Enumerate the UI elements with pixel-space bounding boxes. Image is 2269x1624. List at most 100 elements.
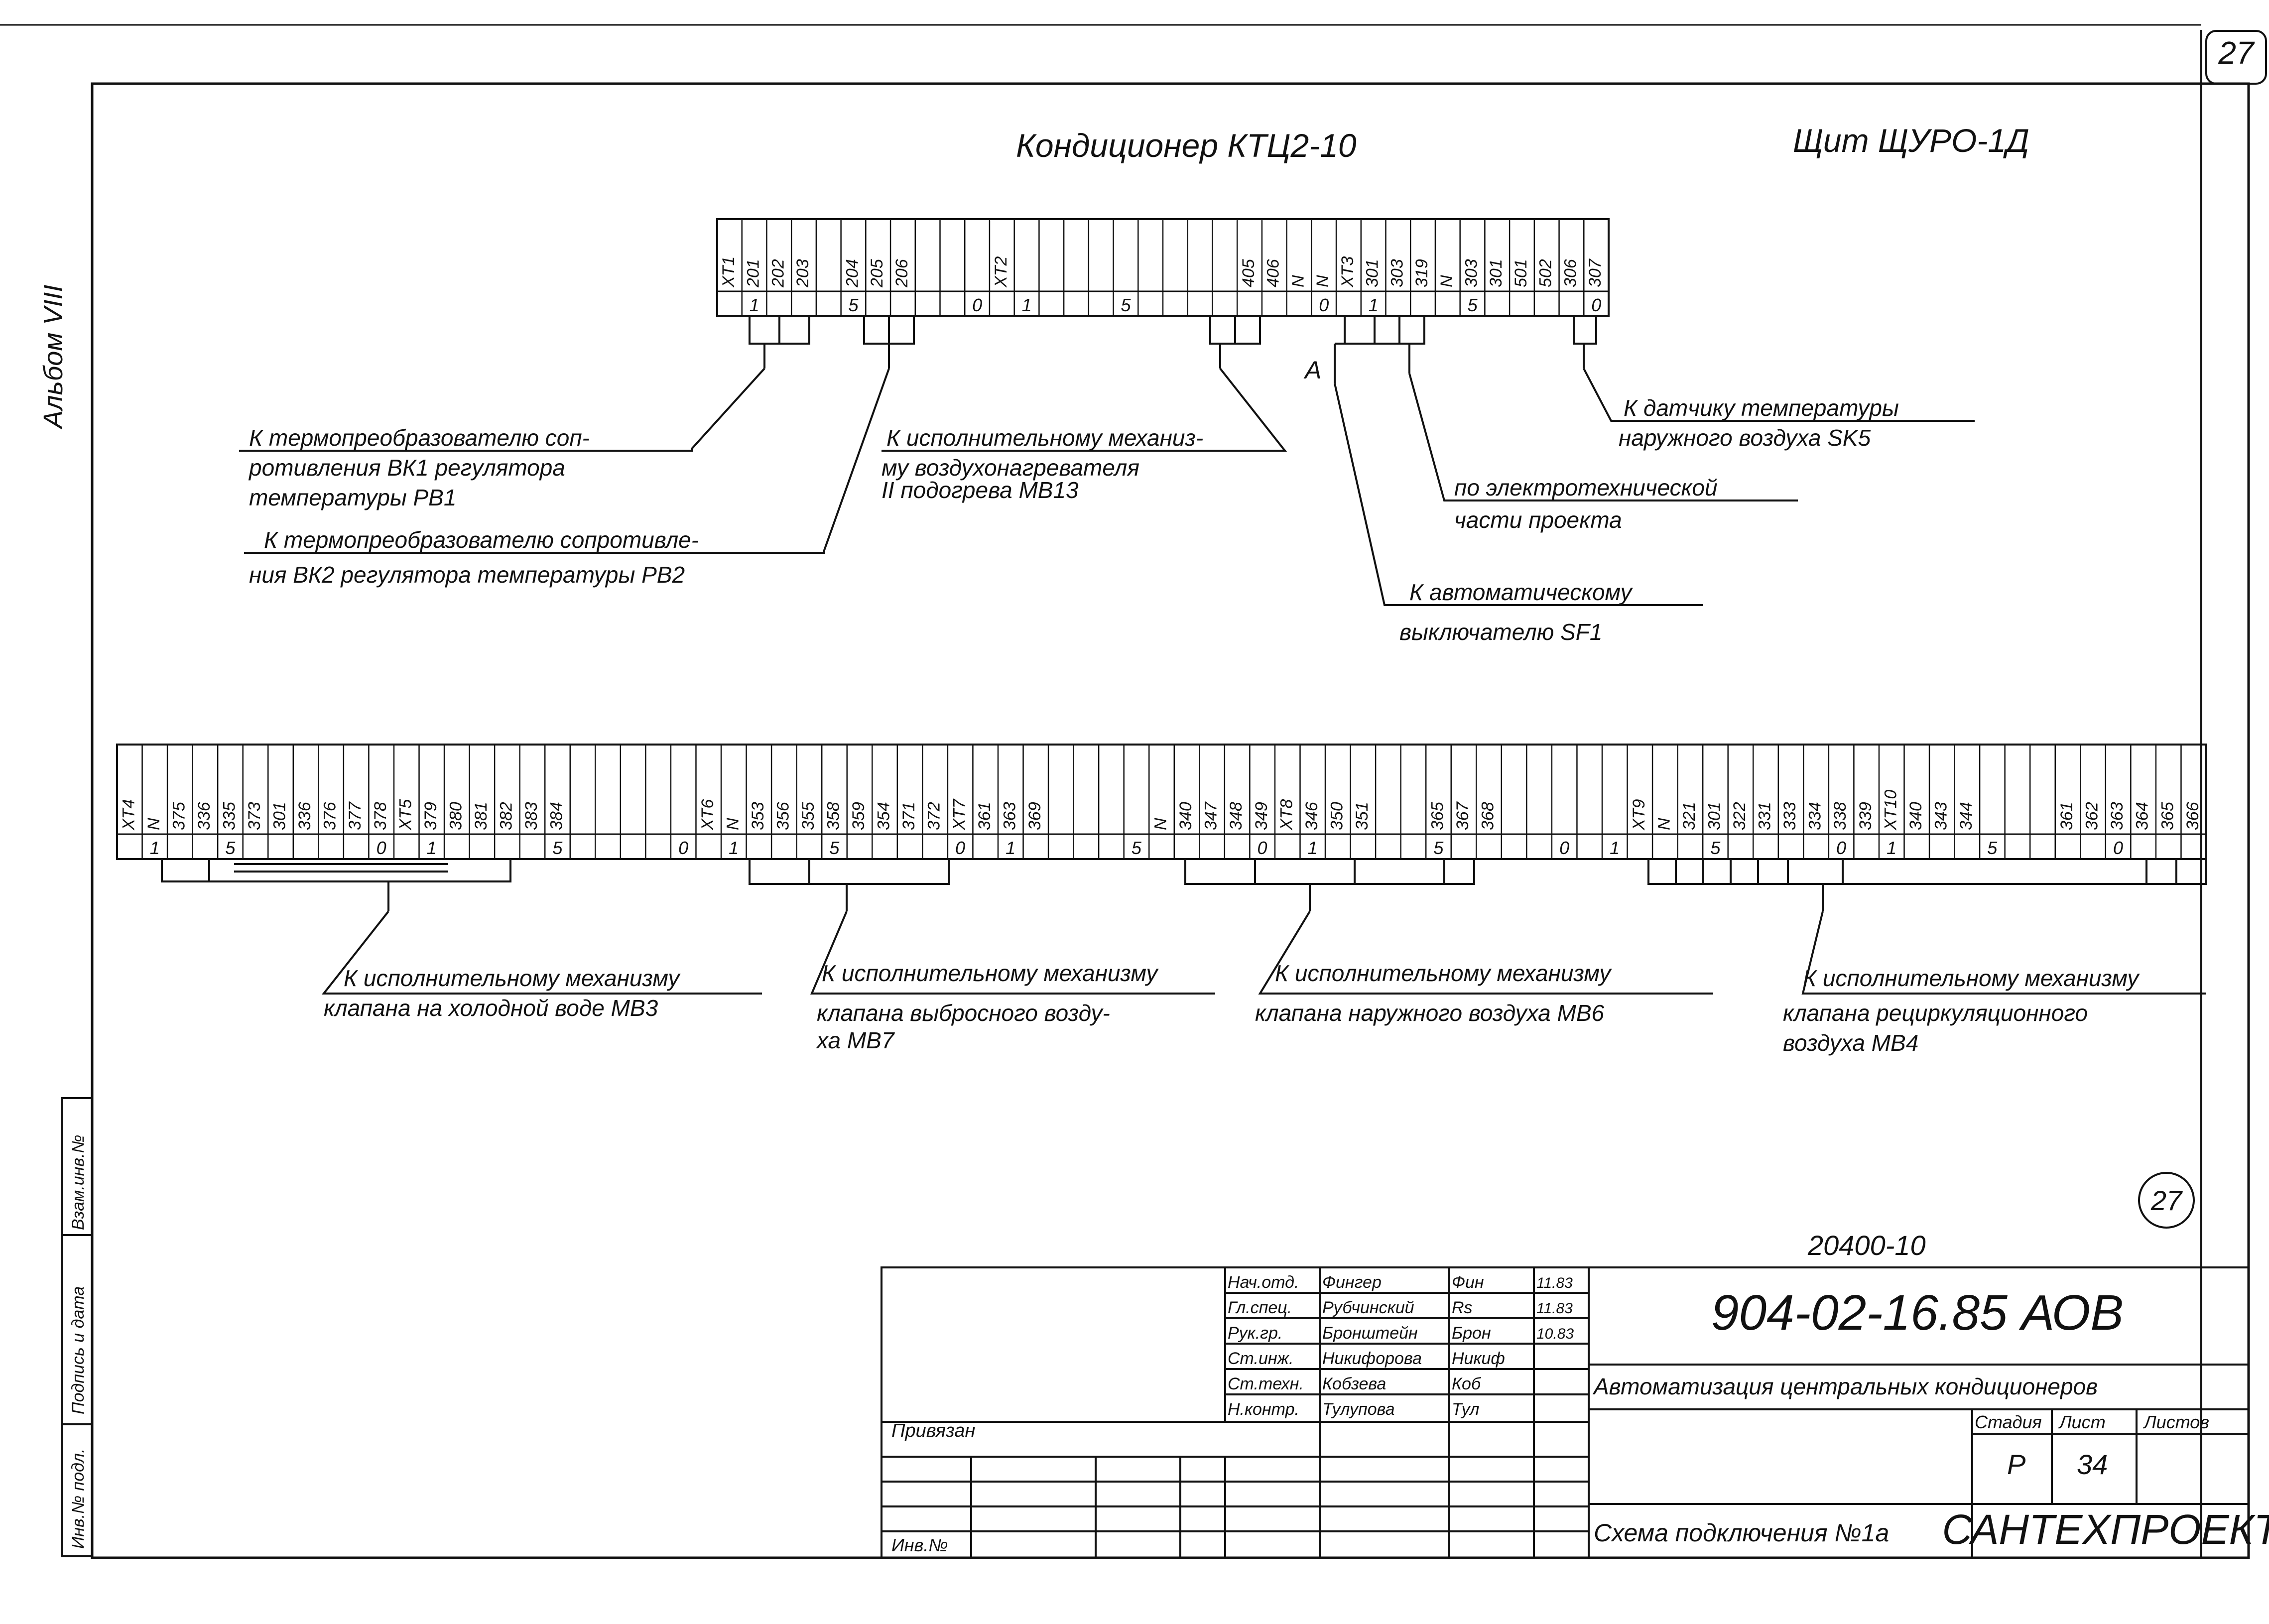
top-strip-cell-number: 5 <box>1121 295 1131 315</box>
top-strip-cell-label: 301 <box>1363 259 1382 287</box>
stamp-zam-inv: Взам.инв.№ <box>69 1135 88 1230</box>
top-strip-cell-number: 0 <box>1591 295 1601 315</box>
bottom-strip-cell-label: 322 <box>1730 802 1749 830</box>
bottom-strip-cell-label: ХТ9 <box>1630 799 1648 831</box>
doc-number: 904-02-16.85 АОВ <box>1711 1285 2124 1341</box>
bottom-strip-cell-number: 0 <box>2113 838 2123 858</box>
callout-mv7-line2: клапана выбросного возду- <box>817 1000 1110 1026</box>
staff-sign: Rs <box>1452 1298 1473 1317</box>
bottom-strip-cell-label: 301 <box>270 802 289 830</box>
bottom-strip-cell-label: ХТ6 <box>698 799 717 831</box>
top-strip-cell-label: 204 <box>843 259 862 288</box>
bottom-strip-cell-label: 359 <box>849 802 868 830</box>
staff-name: Кобзева <box>1322 1374 1386 1393</box>
bottom-strip-cell-label: 381 <box>472 802 491 830</box>
staff-sign: Фин <box>1452 1273 1484 1292</box>
bottom-strip-cell-label: 358 <box>824 802 843 830</box>
bottom-strip-cell-label: 373 <box>245 802 264 830</box>
stage-header: Стадия <box>1975 1412 2042 1432</box>
bottom-strip-cell-label: N <box>1654 818 1673 830</box>
top-strip-cell-label: N <box>1437 275 1456 287</box>
staff-role: Ст.инж. <box>1228 1349 1293 1368</box>
top-strip-cell-label: 306 <box>1561 259 1580 287</box>
top-strip-cell-label: 501 <box>1512 259 1530 287</box>
staff-date: 11.83 <box>1536 1275 1573 1291</box>
top-strip-cell-label: N <box>1288 275 1307 287</box>
bottom-strip-cell-number: 1 <box>150 838 160 858</box>
bottom-strip-cell-label: N <box>1151 818 1170 830</box>
callout-bk1-line1: К термопреобразователю соп- <box>249 425 590 451</box>
bottom-strip-cell-label: 363 <box>2108 802 2127 830</box>
sheet-title: Схема подключения №1а <box>1594 1519 1889 1547</box>
side-album-label: Альбом VIII <box>38 285 68 430</box>
bottom-strip-cell-label: 363 <box>1000 802 1019 830</box>
bottom-strip-cell-label: 333 <box>1780 802 1799 830</box>
top-connectors <box>239 315 1975 606</box>
callout-mv13-line2: му воздухонагревателя <box>882 455 1139 481</box>
top-strip-cell-label: ХТ3 <box>1338 256 1357 288</box>
bottom-strip-cell-label: 364 <box>2133 802 2152 830</box>
bottom-strip-cell-number: 5 <box>552 838 563 858</box>
callout-mv4-line2: клапана рециркуляционного <box>1783 1000 2088 1026</box>
bottom-strip-cell-label: 336 <box>195 802 214 830</box>
bottom-strip-cell-label: 349 <box>1252 802 1271 830</box>
staff-sign: Брон <box>1452 1324 1491 1343</box>
callout-electro-line2: части проекта <box>1454 507 1622 533</box>
bottom-strip-cell-number: 0 <box>678 838 688 858</box>
callout-mv6-line2: клапана наружного воздуха МВ6 <box>1255 1000 1605 1026</box>
top-strip-cell-number: 5 <box>1468 295 1478 315</box>
bottom-strip-cell-label: 369 <box>1025 802 1044 830</box>
bottom-strip-cell-label: 338 <box>1831 802 1850 830</box>
bottom-strip-cell-number: 0 <box>1258 838 1267 858</box>
panel-title: Щит ЩУРО-1Д <box>1793 122 2029 159</box>
bottom-strip-cell-label: 382 <box>497 802 516 830</box>
top-strip-cell-label: ХТ2 <box>992 256 1010 288</box>
top-strip-cell-number: 1 <box>1369 295 1379 315</box>
bottom-strip-cell-number: 5 <box>225 838 236 858</box>
staff-role: Рук.гр. <box>1228 1324 1282 1343</box>
top-strip-cell-number: 5 <box>849 295 859 315</box>
staff-name: Тулупова <box>1322 1400 1395 1419</box>
circled-page <box>2138 1172 2195 1229</box>
staff-sign: Тул <box>1452 1400 1479 1419</box>
bottom-strip-cell-label: ХТ10 <box>1881 790 1900 831</box>
unit-title: Кондиционер КТЦ2-10 <box>1016 127 1357 164</box>
bottom-strip-cell-label: N <box>144 818 163 830</box>
sheet-value: 34 <box>2077 1449 2108 1480</box>
bottom-strip-cell-label: 344 <box>1957 802 1976 830</box>
bottom-strip-cell-number: 5 <box>1132 838 1142 858</box>
staff-role: Н.контр. <box>1228 1400 1299 1419</box>
bottom-strip-outline <box>116 744 2207 860</box>
top-strip-cell-number: 0 <box>972 295 982 315</box>
bottom-strip-cell-label: 347 <box>1202 801 1221 830</box>
staff-date: 10.83 <box>1536 1326 1574 1342</box>
left-stamp <box>61 1097 93 1557</box>
drawing-code: 20400-10 <box>1807 1230 1926 1261</box>
bottom-strip-cell-number: 5 <box>1433 838 1444 858</box>
staff-name: Фингер <box>1322 1273 1382 1292</box>
bottom-strip-cell-label: 378 <box>371 802 390 830</box>
callout-mv7-line3: ха МВ7 <box>816 1027 895 1053</box>
callout-mv3-line1: К исполнительному механизму <box>344 965 681 991</box>
bottom-strip-cell-label: 340 <box>1906 802 1925 830</box>
bottom-strip-cell-label: 361 <box>2057 802 2076 830</box>
bottom-strip-cell-label: N <box>723 818 742 830</box>
bottom-strip-cell-label: 375 <box>169 802 188 830</box>
callout-sk5-line1: К датчику температуры <box>1624 395 1899 421</box>
staff-role: Ст.техн. <box>1228 1374 1304 1393</box>
bottom-strip-cell-label: 356 <box>773 802 792 830</box>
bottom-strip-cell-label: 383 <box>522 802 541 830</box>
bottom-strip-cell-label: 371 <box>899 802 918 830</box>
callout-mv4-line3: воздуха МВ4 <box>1783 1030 1918 1056</box>
bottom-strip-cell-label: 335 <box>220 802 239 830</box>
bottom-strip-cell-label: ХТ5 <box>396 799 415 831</box>
staff-sign: Коб <box>1452 1374 1482 1393</box>
organization: САНТЕХПРОЕКТ <box>1942 1506 2269 1553</box>
staff-name: Рубчинский <box>1322 1298 1414 1317</box>
bottom-strip-cell-label: 321 <box>1680 802 1699 830</box>
top-strip-cell-label: 319 <box>1412 259 1431 287</box>
bottom-strip-cell-label: 361 <box>975 802 994 830</box>
